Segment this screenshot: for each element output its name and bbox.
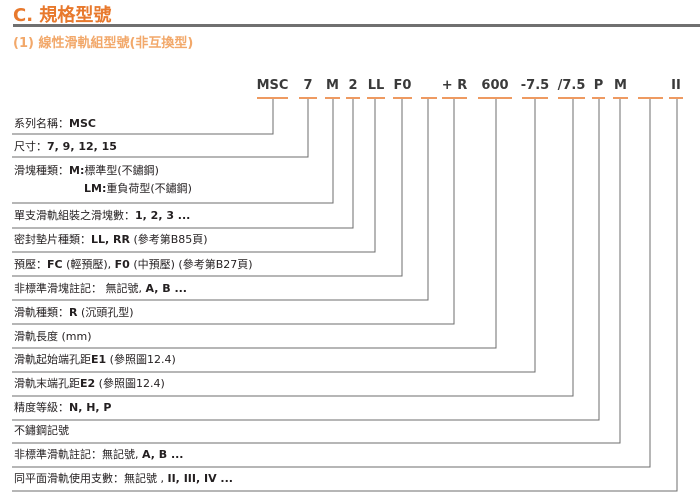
code-segment: 600 — [481, 78, 509, 93]
legend-value: 1, 2, 3 ... — [135, 209, 191, 222]
section-title: C. 規格型號 — [13, 5, 112, 26]
code-segment: -7.5 — [520, 78, 550, 93]
legend-label: (輕預壓), — [62, 258, 115, 271]
legend-label: 滑軌長度 (mm) — [14, 330, 92, 343]
legend-label: 單支滑軌組裝之滑塊數： — [14, 209, 135, 222]
legend-label: (參照圖12.4) — [106, 353, 176, 366]
legend-label: 同平面滑軌使用支數：無記號 , — [14, 472, 168, 485]
legend-value: R — [69, 306, 78, 319]
legend-row: 滑軌種類：R (沉頭孔型) — [14, 306, 134, 320]
legend-value: II, III, IV ... — [167, 472, 233, 485]
connector-line — [12, 99, 497, 349]
legend-row: 滑軌長度 (mm) — [14, 330, 92, 344]
legend-row: 單支滑軌組裝之滑塊數：1, 2, 3 ... — [14, 209, 190, 223]
section-subtitle: (1) 線性滑軌組型號(非互換型) — [13, 36, 194, 51]
code-segment: II — [671, 78, 681, 93]
legend-label: (參考第B85頁) — [129, 233, 208, 246]
code-segment: P — [593, 78, 604, 93]
legend-label: 滑軌末端孔距 — [14, 377, 80, 390]
legend-label: 密封墊片種類： — [14, 233, 91, 246]
legend-value: N, H, P — [69, 401, 112, 414]
legend-row: 預壓：FC (輕預壓), F0 (中預壓) (參考第B27頁) — [14, 258, 253, 272]
legend-value: LM: — [84, 182, 107, 195]
legend-row: 系列名稱：MSC — [14, 117, 96, 131]
legend-value: MSC — [69, 117, 96, 130]
code-segment: 7 — [303, 78, 313, 93]
legend-row: 尺寸：7, 9, 12, 15 — [14, 140, 117, 154]
code-segment: /7.5 — [557, 78, 586, 93]
legend-label: (中預壓) (參考第B27頁) — [129, 258, 253, 271]
legend-value: 7, 9, 12, 15 — [47, 140, 117, 153]
connector-line — [12, 99, 309, 158]
legend-label: 不鏽鋼記號 — [14, 424, 69, 437]
connector-line — [12, 99, 574, 397]
code-segment: 2 — [348, 78, 358, 93]
legend-row: 精度等級：N, H, P — [14, 401, 112, 415]
code-segment: LL — [367, 78, 385, 93]
connector-line — [12, 99, 621, 444]
legend-value: A, B ... — [145, 282, 187, 295]
legend-label: 重負荷型(不鏽鋼) — [106, 182, 192, 195]
legend-label: 尺寸： — [14, 140, 47, 153]
code-segment: M — [326, 78, 339, 93]
legend-label: 滑軌起始端孔距 — [14, 353, 91, 366]
connector-line — [12, 99, 536, 373]
legend-row: 密封墊片種類：LL, RR (參考第B85頁) — [14, 233, 208, 247]
code-segment: M — [614, 78, 627, 93]
legend-row: 同平面滑軌使用支數：無記號 , II, III, IV ... — [14, 472, 233, 486]
title-divider — [13, 24, 700, 27]
connector-line — [12, 99, 403, 277]
legend-label: 標準型(不鏽鋼) — [84, 164, 159, 177]
legend-row: 滑軌起始端孔距E1 (參照圖12.4) — [14, 353, 176, 367]
legend-label: (沉頭孔型) — [77, 306, 134, 319]
legend-value: E1 — [91, 353, 107, 366]
legend-value: FC — [47, 258, 63, 271]
code-segment: F0 — [393, 78, 412, 93]
legend-value: F0 — [114, 258, 130, 271]
legend-value: LL, RR — [91, 233, 130, 246]
legend-value: M: — [69, 164, 85, 177]
legend-label: 精度等級： — [14, 401, 69, 414]
connector-line — [12, 99, 651, 468]
legend-row: 不鏽鋼記號 — [14, 424, 69, 438]
legend-label: 滑塊種類： — [14, 164, 69, 177]
connector-line — [12, 99, 274, 135]
connector-line — [12, 99, 376, 253]
legend-label: 滑軌種類： — [14, 306, 69, 319]
legend-row: 非標準滑軌註記：無記號, A, B ... — [14, 448, 183, 462]
legend-label: (參照圖12.4) — [95, 377, 165, 390]
connector-line — [12, 99, 455, 325]
legend-label: 系列名稱： — [14, 117, 69, 130]
legend-row: 非標準滑塊註記： 無記號, A, B ... — [14, 282, 187, 296]
legend-value: E2 — [80, 377, 96, 390]
connector-line — [12, 99, 429, 301]
legend-label: 非標準滑塊註記： 無記號, — [14, 282, 146, 295]
legend-value: A, B ... — [142, 448, 184, 461]
legend-row: 滑塊種類：M:標準型(不鏽鋼) LM:重負荷型(不鏽鋼) — [14, 164, 192, 196]
legend-row-line2: LM:重負荷型(不鏽鋼) — [14, 182, 192, 196]
connector-line — [12, 99, 678, 492]
code-segment: + R — [441, 78, 468, 93]
legend-label: 非標準滑軌註記：無記號, — [14, 448, 142, 461]
connector-line — [12, 99, 354, 229]
legend-label: 預壓： — [14, 258, 47, 271]
connector-line — [12, 99, 600, 421]
connector-line — [12, 99, 334, 204]
legend-row: 滑軌末端孔距E2 (參照圖12.4) — [14, 377, 165, 391]
code-segment: MSC — [256, 78, 289, 93]
